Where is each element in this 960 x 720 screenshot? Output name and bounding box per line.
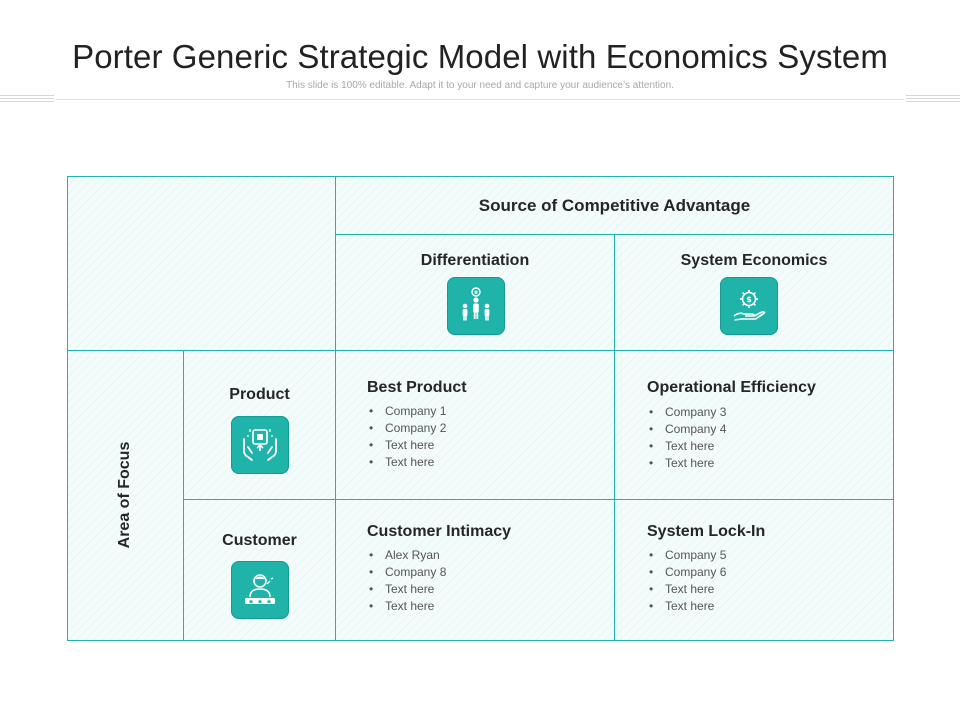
slide-subtitle: This slide is 100% editable. Adapt it to… xyxy=(286,80,674,91)
column-header-system-economics: System Economics $ xyxy=(614,234,894,351)
quadrant-list: Company 1 Company 2 Text here Text here xyxy=(367,403,446,471)
list-item: Text here xyxy=(647,438,726,455)
list-item: Company 8 xyxy=(367,564,446,581)
list-item: Text here xyxy=(647,581,726,598)
list-item: Company 5 xyxy=(647,547,726,564)
top-header-cell: Source of Competitive Advantage xyxy=(335,176,894,235)
product-hands-icon xyxy=(231,416,289,474)
quadrant-operational-efficiency: Operational Efficiency Company 3 Company… xyxy=(614,350,894,500)
customer-rating-icon xyxy=(231,561,289,619)
slide-title: Porter Generic Strategic Model with Econ… xyxy=(72,38,888,75)
side-header-label: Area of Focus xyxy=(116,441,133,549)
list-item: Text here xyxy=(647,598,726,615)
side-header-cell: Area of Focus xyxy=(67,350,184,641)
quadrant-best-product: Best Product Company 1 Company 2 Text he… xyxy=(335,350,615,500)
quadrant-list: Company 3 Company 4 Text here Text here xyxy=(647,404,726,472)
quadrant-title: Best Product xyxy=(367,379,467,396)
decorative-stripe-left xyxy=(0,95,54,104)
list-item: Text here xyxy=(367,454,446,471)
row-header-customer: Customer xyxy=(183,499,336,641)
quadrant-title: Customer Intimacy xyxy=(367,523,512,540)
corner-cell xyxy=(67,176,336,351)
list-item: Company 3 xyxy=(647,404,726,421)
list-item: Company 4 xyxy=(647,421,726,438)
title-divider xyxy=(55,99,905,100)
column-label: Differentiation xyxy=(420,252,530,269)
column-label: System Economics xyxy=(680,252,828,269)
row-label: Product xyxy=(229,386,290,403)
list-item: Alex Ryan xyxy=(367,547,446,564)
people-award-icon xyxy=(447,277,505,335)
top-header-label: Source of Competitive Advantage xyxy=(478,196,751,215)
list-item: Company 6 xyxy=(647,564,726,581)
list-item: Text here xyxy=(647,455,726,472)
svg-text:$: $ xyxy=(746,295,752,304)
decorative-stripe-right xyxy=(906,95,960,104)
list-item: Text here xyxy=(367,437,446,454)
quadrant-title: Operational Efficiency xyxy=(647,379,816,396)
list-item: Text here xyxy=(367,581,446,598)
quadrant-list: Alex Ryan Company 8 Text here Text here xyxy=(367,547,446,615)
column-header-differentiation: Differentiation xyxy=(335,234,615,351)
quadrant-list: Company 5 Company 6 Text here Text here xyxy=(647,547,726,615)
row-label: Customer xyxy=(222,532,297,549)
list-item: Company 2 xyxy=(367,420,446,437)
quadrant-title: System Lock-In xyxy=(647,523,766,540)
quadrant-system-lock-in: System Lock-In Company 5 Company 6 Text … xyxy=(614,499,894,641)
row-header-product: Product xyxy=(183,350,336,500)
quadrant-customer-intimacy: Customer Intimacy Alex Ryan Company 8 Te… xyxy=(335,499,615,641)
gear-dollar-hand-icon: $ xyxy=(720,277,778,335)
list-item: Company 1 xyxy=(367,403,446,420)
list-item: Text here xyxy=(367,598,446,615)
